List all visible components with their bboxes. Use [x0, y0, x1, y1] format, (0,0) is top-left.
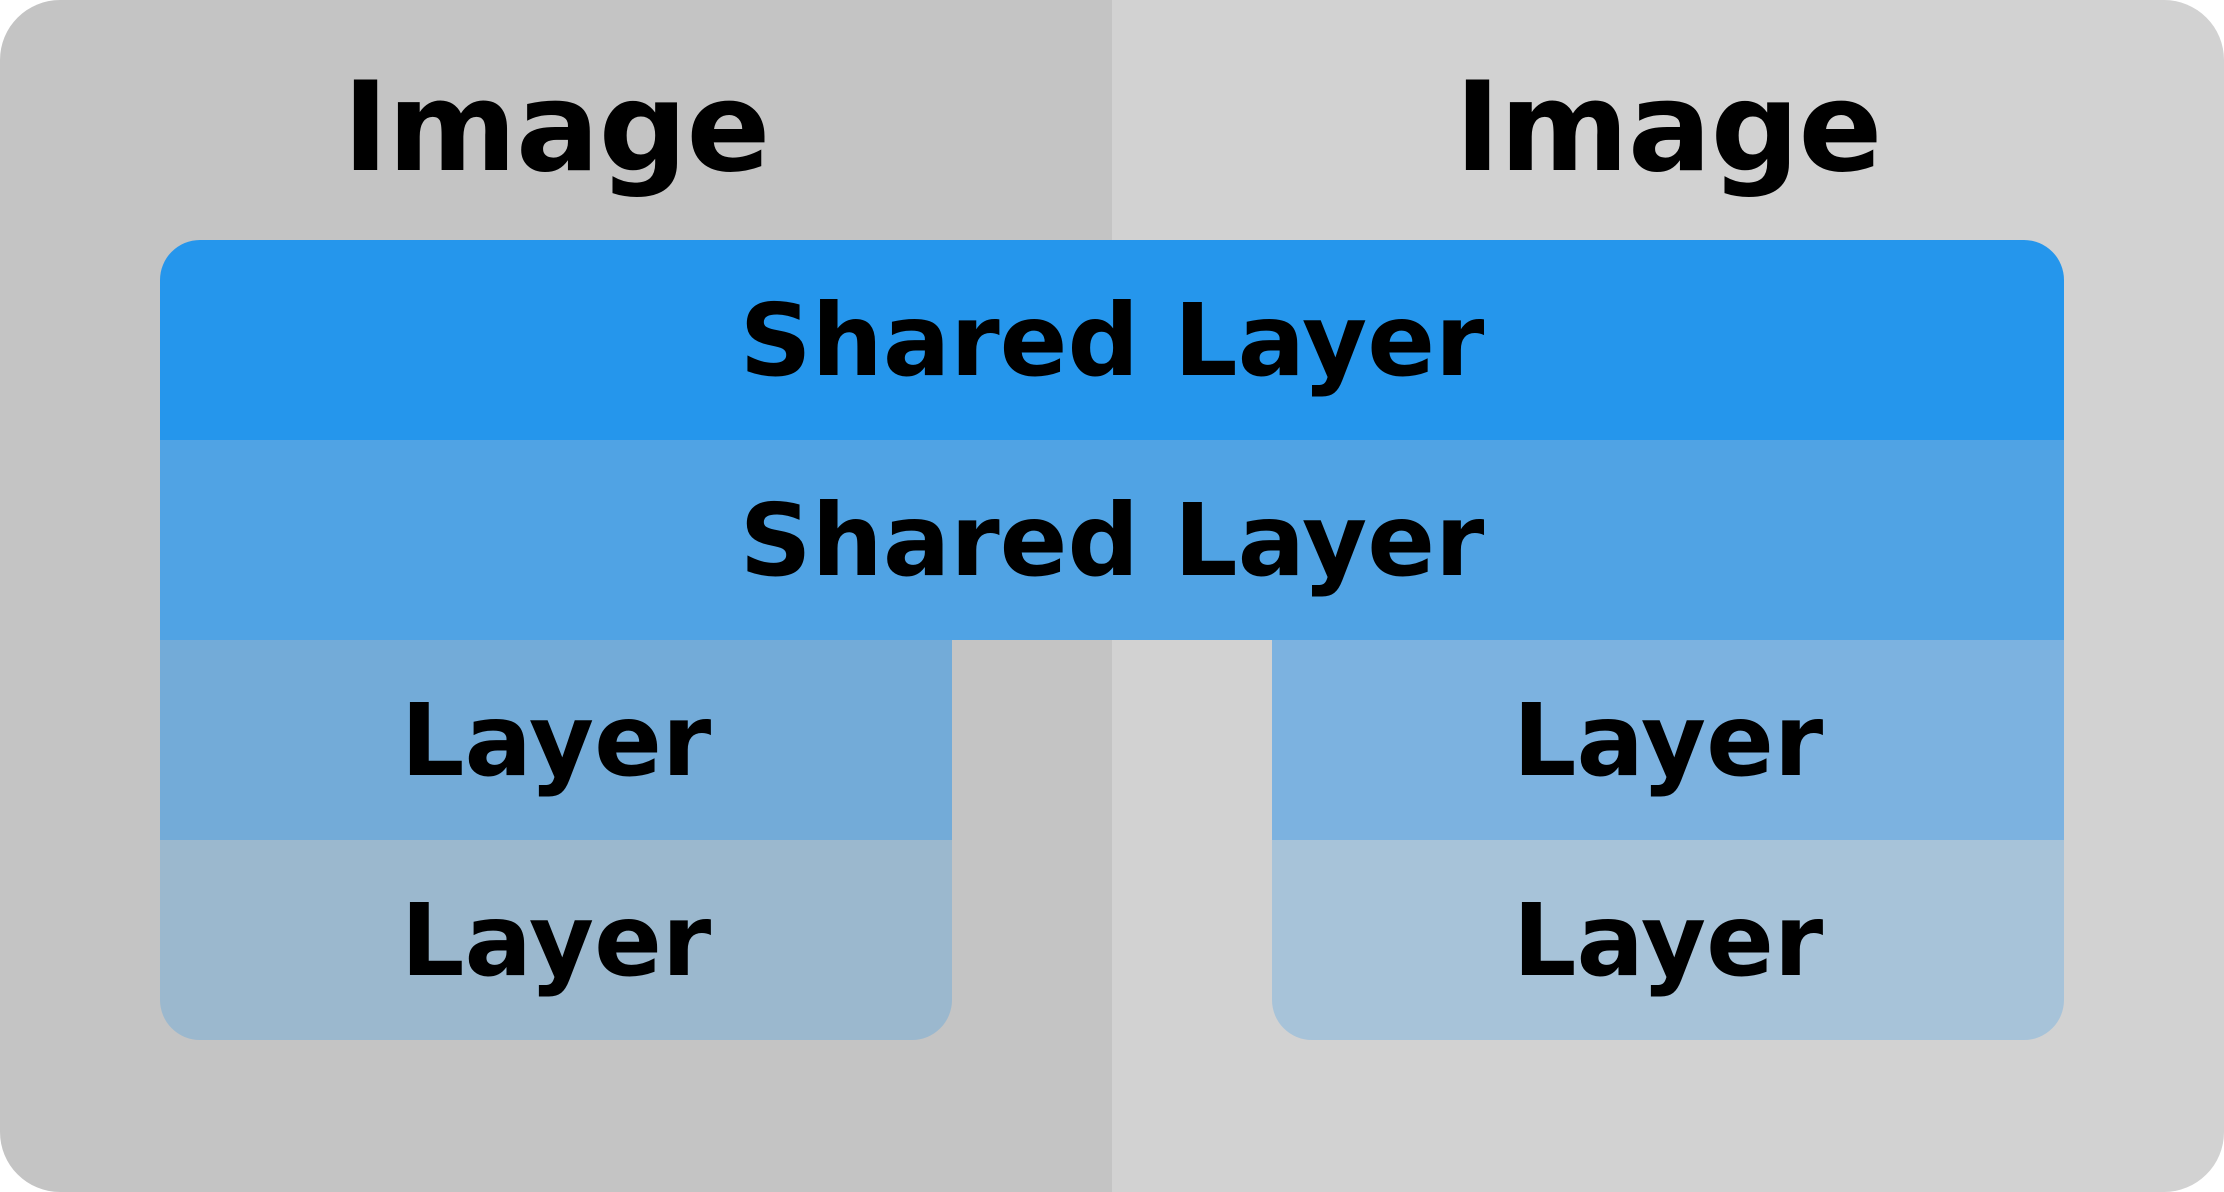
left-layer-1: Layer: [160, 640, 952, 840]
left-layer-1-label: Layer: [400, 681, 712, 799]
shared-layer-2: Shared Layer: [160, 440, 2064, 640]
left-panel-title: Image: [342, 56, 771, 200]
shared-layer-1-label: Shared Layer: [739, 281, 1485, 399]
right-layer-2: Layer: [1272, 840, 2064, 1040]
shared-layer-2-label: Shared Layer: [739, 481, 1485, 599]
right-panel-title: Image: [1454, 56, 1883, 200]
left-layer-2-label: Layer: [400, 881, 712, 999]
right-layer-2-label: Layer: [1512, 881, 1824, 999]
right-layer-1-label: Layer: [1512, 681, 1824, 799]
left-layer-2: Layer: [160, 840, 952, 1040]
right-layer-1: Layer: [1272, 640, 2064, 840]
shared-layer-1: Shared Layer: [160, 240, 2064, 440]
